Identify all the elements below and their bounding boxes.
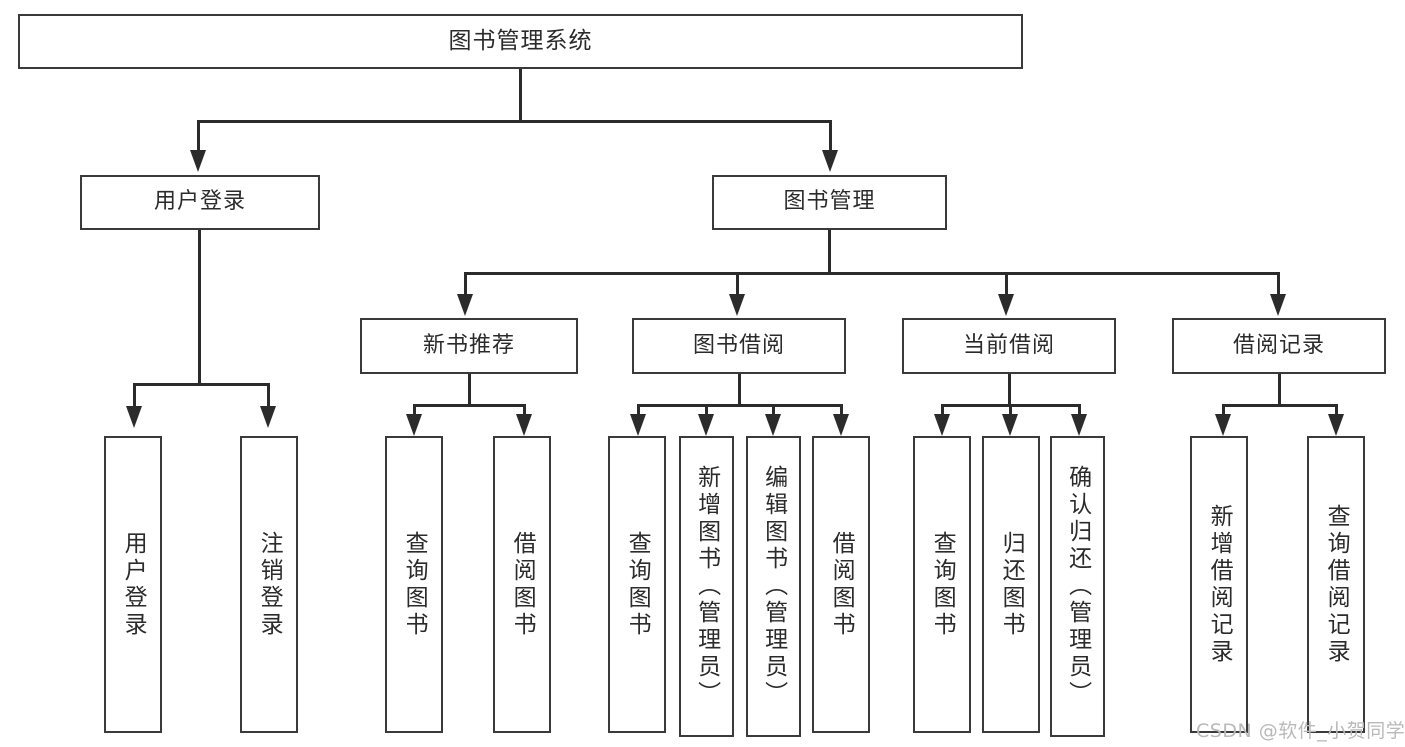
arrow-to-leaf-query-book-1 xyxy=(406,414,422,436)
node-label: 借阅图书 xyxy=(828,530,855,639)
node-label: 确认归还（管理员） xyxy=(1064,465,1091,708)
arrow-to-book-manage xyxy=(822,150,838,172)
connector-current-borrow-branch-3 xyxy=(1078,404,1081,420)
node-leaf-return-book[interactable]: 归还图书 xyxy=(982,436,1040,733)
node-leaf-query-book-1[interactable]: 查询图书 xyxy=(385,436,443,733)
arrow-to-leaf-return-book xyxy=(1002,414,1018,436)
arrow-to-leaf-add-record xyxy=(1215,414,1231,436)
connector-user-login-branch-2 xyxy=(267,383,270,408)
connector-root-stem xyxy=(519,69,522,122)
node-new-book-rec[interactable]: 新书推荐 xyxy=(360,318,578,374)
connector-book-manage-bus xyxy=(464,272,1279,275)
connector-borrow-record-bus xyxy=(1222,404,1337,407)
connector-new-book-rec-stem xyxy=(468,374,471,406)
connector-new-book-rec-branch-2 xyxy=(523,404,526,420)
arrow-to-leaf-logout xyxy=(260,406,276,428)
node-root-system[interactable]: 图书管理系统 xyxy=(18,14,1023,69)
node-borrow-record[interactable]: 借阅记录 xyxy=(1172,318,1386,374)
connector-book-borrow-branch-4 xyxy=(840,404,843,420)
node-book-borrow[interactable]: 图书借阅 xyxy=(632,318,846,374)
connector-book-manage-branch-2 xyxy=(736,272,739,296)
node-label: 新增图书（管理员） xyxy=(693,465,720,708)
connector-root-to-book-manage xyxy=(829,120,832,152)
arrow-to-leaf-query-book-3 xyxy=(934,414,950,436)
connector-user-login-bus xyxy=(133,383,269,386)
connector-book-manage-branch-1 xyxy=(464,272,467,296)
node-leaf-borrow-book-2[interactable]: 借阅图书 xyxy=(812,436,870,733)
node-label: 当前借阅 xyxy=(962,332,1055,358)
arrow-to-leaf-query-record xyxy=(1328,414,1344,436)
node-label: 归还图书 xyxy=(998,530,1025,639)
connector-root-bus xyxy=(197,120,831,123)
connector-book-manage-stem xyxy=(828,230,831,274)
connector-root-to-user-login xyxy=(197,120,200,152)
arrow-to-leaf-borrow-book-1 xyxy=(516,414,532,436)
connector-book-manage-branch-3 xyxy=(1005,272,1008,296)
arrow-to-current-borrow xyxy=(998,294,1014,316)
node-label: 查询图书 xyxy=(624,530,651,639)
node-leaf-add-book[interactable]: 新增图书（管理员） xyxy=(679,436,734,737)
node-leaf-edit-book[interactable]: 编辑图书（管理员） xyxy=(746,436,801,737)
arrow-to-leaf-query-book-2 xyxy=(630,414,646,436)
arrow-to-leaf-user-login xyxy=(126,406,142,428)
node-label: 用户登录 xyxy=(153,189,246,215)
connector-book-borrow-bus xyxy=(637,404,842,407)
node-label: 注销登录 xyxy=(256,530,283,639)
arrow-to-book-borrow xyxy=(729,294,745,316)
node-label: 图书管理 xyxy=(783,189,876,215)
node-leaf-user-login[interactable]: 用户登录 xyxy=(104,436,162,733)
node-label: 编辑图书（管理员） xyxy=(760,465,787,708)
arrow-to-leaf-edit-book xyxy=(765,414,781,436)
node-leaf-logout[interactable]: 注销登录 xyxy=(240,436,298,733)
connector-current-borrow-branch-1 xyxy=(941,404,944,420)
node-label: 图书借阅 xyxy=(692,332,785,358)
node-leaf-query-book-2[interactable]: 查询图书 xyxy=(608,436,666,733)
arrow-to-new-book-rec xyxy=(457,294,473,316)
connector-borrow-record-branch-1 xyxy=(1222,404,1225,420)
node-label: 借阅图书 xyxy=(509,530,536,639)
connector-borrow-record-branch-2 xyxy=(1335,404,1338,420)
connector-book-borrow-branch-1 xyxy=(637,404,640,420)
connector-current-borrow-stem xyxy=(1008,374,1011,406)
node-leaf-add-record[interactable]: 新增借阅记录 xyxy=(1190,436,1248,733)
arrow-to-leaf-confirm-return xyxy=(1071,414,1087,436)
node-label: 查询图书 xyxy=(929,530,956,639)
node-label: 用户登录 xyxy=(120,530,147,639)
arrow-to-leaf-add-book xyxy=(698,414,714,436)
connector-new-book-rec-branch-1 xyxy=(413,404,416,420)
connector-user-login-stem xyxy=(198,230,201,385)
node-label: 图书管理系统 xyxy=(448,27,593,54)
node-leaf-borrow-book-1[interactable]: 借阅图书 xyxy=(493,436,551,733)
node-label: 查询图书 xyxy=(401,530,428,639)
connector-book-borrow-branch-2 xyxy=(705,404,708,420)
node-leaf-query-book-3[interactable]: 查询图书 xyxy=(913,436,971,733)
node-label: 新书推荐 xyxy=(422,332,515,358)
arrow-to-leaf-borrow-book-2 xyxy=(833,414,849,436)
connector-book-borrow-stem xyxy=(738,374,741,406)
arrow-to-user-login xyxy=(190,150,206,172)
node-user-login[interactable]: 用户登录 xyxy=(80,175,320,230)
node-label: 查询借阅记录 xyxy=(1323,503,1350,666)
node-label: 新增借阅记录 xyxy=(1206,503,1233,666)
connector-borrow-record-stem xyxy=(1278,374,1281,406)
connector-book-manage-branch-4 xyxy=(1277,272,1280,296)
node-label: 借阅记录 xyxy=(1232,332,1325,358)
csdn-watermark: CSDN @软件_小贺同学 xyxy=(1196,720,1405,742)
node-current-borrow[interactable]: 当前借阅 xyxy=(902,318,1116,374)
connector-new-book-rec-bus xyxy=(413,404,525,407)
connector-book-borrow-branch-3 xyxy=(772,404,775,420)
arrow-to-borrow-record xyxy=(1270,294,1286,316)
connector-user-login-branch-1 xyxy=(133,383,136,408)
node-leaf-confirm-return[interactable]: 确认归还（管理员） xyxy=(1050,436,1105,737)
node-leaf-query-record[interactable]: 查询借阅记录 xyxy=(1307,436,1365,733)
node-book-manage[interactable]: 图书管理 xyxy=(712,175,947,230)
connector-current-borrow-branch-2 xyxy=(1009,404,1012,420)
